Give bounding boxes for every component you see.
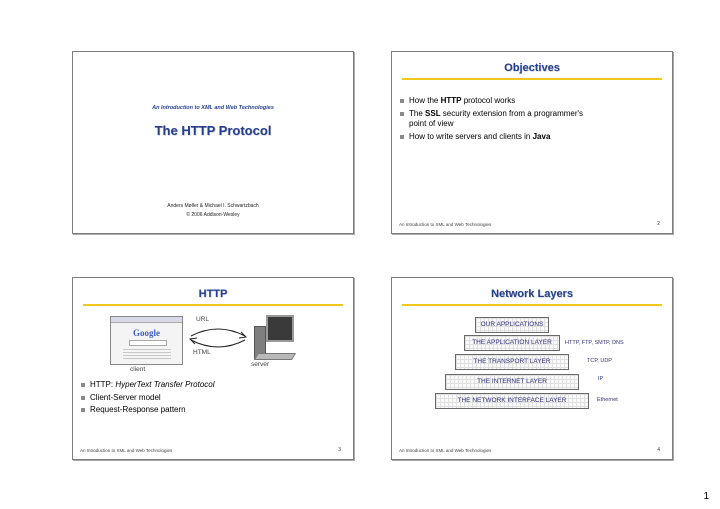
html-label: HTML	[193, 349, 211, 356]
bullet-list: HTTP: HyperText Transfer Protocol Client…	[78, 380, 328, 418]
browser-toolbar	[111, 317, 182, 323]
client-label: client	[130, 366, 146, 373]
bullet-item: How to write servers and clients in Java	[397, 132, 597, 143]
bullet-item: How the HTTP protocol works	[397, 96, 597, 107]
slide-subtitle: An Introduction to XML and Web Technolog…	[152, 105, 274, 111]
slide-footer: An Introduction to XML and Web Technolog…	[399, 448, 492, 453]
bullet-item: Client-Server model	[78, 393, 328, 404]
layer-network-interface: THE NETWORK INTERFACE LAYER	[435, 393, 589, 409]
slide-title: HTTP	[198, 288, 228, 300]
slide-page-number: 2	[657, 221, 660, 227]
bullet-item: The SSL security extension from a progra…	[397, 109, 597, 130]
slide-page-number: 3	[338, 447, 341, 453]
bullet-item: HTTP: HyperText Transfer Protocol	[78, 380, 328, 391]
title-divider	[83, 304, 343, 306]
slide-http: HTTP Google client URL HTML server HTTP:…	[72, 277, 354, 460]
keyboard-icon	[253, 353, 297, 360]
browser-search-box	[129, 340, 167, 346]
layer-internet: THE INTERNET LAYER	[445, 374, 579, 390]
slide-copyright: © 2006 Addison-Wesley	[186, 212, 240, 218]
protocols-application: HTTP, FTP, SMTP, DNS	[565, 340, 624, 346]
slide-authors: Anders Møller & Michael I. Schwartzbach	[167, 203, 259, 209]
slide-title: Objectives	[504, 62, 560, 74]
slide-network-layers: Network Layers OUR APPLICATIONS THE APPL…	[391, 277, 673, 460]
slide-main-title: The HTTP Protocol	[154, 123, 272, 138]
title-divider	[402, 78, 662, 80]
slide-title: An Introduction to XML and Web Technolog…	[72, 51, 354, 234]
layer-our-applications: OUR APPLICATIONS	[475, 317, 549, 333]
slide-objectives: Objectives How the HTTP protocol works T…	[391, 51, 673, 234]
protocols-transport: TCP, UDP	[587, 358, 612, 364]
bullet-list: How the HTTP protocol works The SSL secu…	[397, 96, 597, 144]
browser-screenshot: Google	[110, 316, 183, 365]
protocols-internet: IP	[598, 376, 604, 382]
layer-transport: THE TRANSPORT LAYER	[455, 354, 569, 370]
slide-footer: An Introduction to XML and Web Technolog…	[80, 448, 173, 453]
bullet-item: Request-Response pattern	[78, 405, 328, 416]
server-monitor-icon	[266, 315, 294, 342]
server-label: server	[251, 361, 270, 368]
browser-logo: Google	[133, 328, 160, 338]
slide-title: Network Layers	[491, 288, 573, 300]
protocols-network-interface: Ethernet	[597, 397, 618, 403]
request-response-arrows	[188, 328, 248, 348]
title-divider	[402, 304, 662, 306]
slide-footer: An Introduction to XML and Web Technolog…	[399, 222, 492, 227]
slide-page-number: 4	[657, 447, 660, 453]
layer-application: THE APPLICATION LAYER	[464, 335, 560, 351]
url-label: URL	[196, 316, 210, 323]
browser-text-lines	[123, 349, 171, 359]
handout-page-number: 1	[703, 491, 709, 502]
